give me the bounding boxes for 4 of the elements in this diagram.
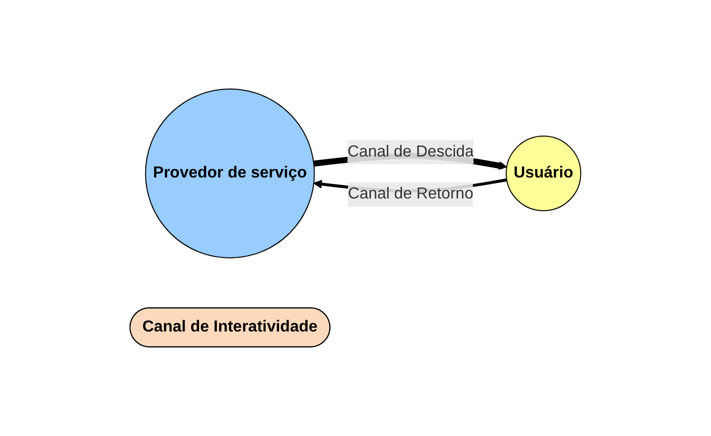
node-circle: Usuário bbox=[506, 136, 582, 212]
edge-label: Canal de Descida bbox=[348, 143, 474, 160]
edge-label: Canal de Retorno bbox=[348, 186, 474, 203]
node-circle: Provedor de serviço bbox=[145, 88, 315, 258]
